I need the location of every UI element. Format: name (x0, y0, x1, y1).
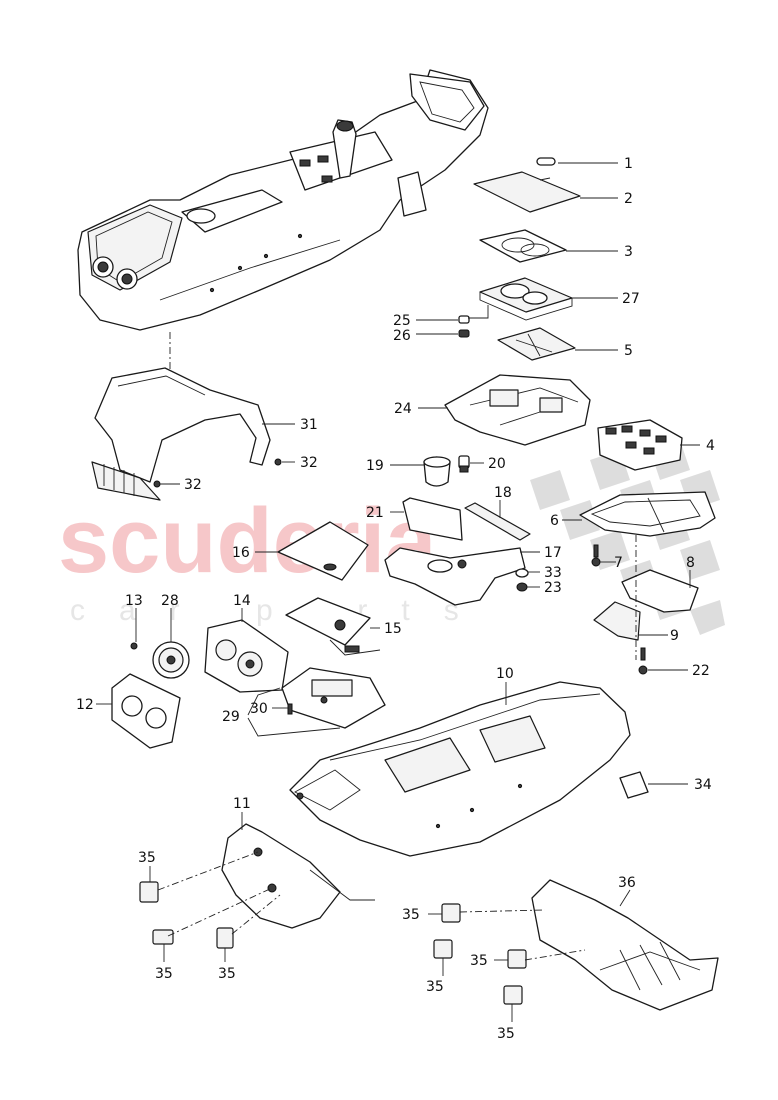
tray-27 (479, 277, 573, 321)
screw-13 (130, 642, 138, 650)
label-14: 14 (233, 593, 251, 609)
label-25: 25 (393, 313, 411, 329)
checker-flag-watermark (530, 440, 725, 635)
label-21: 21 (366, 505, 384, 521)
clip-35-g (503, 985, 523, 1005)
label-32-b: 32 (184, 477, 202, 493)
label-33: 33 (544, 565, 562, 581)
dashed-connections (157, 851, 586, 961)
label-7: 7 (614, 555, 623, 571)
switch-panel-4 (597, 419, 683, 471)
plate-8 (621, 569, 699, 613)
label-2: 2 (624, 191, 633, 207)
trim-frame-6 (579, 491, 716, 537)
label-30: 30 (250, 701, 268, 717)
screw-32-b (153, 480, 161, 488)
label-27: 27 (622, 291, 640, 307)
clip-35-d (441, 903, 461, 923)
clip-35-b (152, 929, 174, 945)
washer-33 (515, 568, 529, 578)
part-labels: 1 2 3 27 25 26 5 24 4 31 32 32 19 20 18 … (76, 156, 715, 1042)
switch-unit-29 (281, 667, 386, 729)
strip-18 (464, 502, 531, 541)
label-8: 8 (686, 555, 695, 571)
label-29: 29 (222, 709, 240, 725)
label-35-c: 35 (218, 966, 236, 982)
label-34: 34 (694, 777, 712, 793)
frame-bracket-31 (91, 367, 271, 501)
label-31: 31 (300, 417, 318, 433)
label-24: 24 (394, 401, 412, 417)
vent-28 (152, 641, 190, 679)
label-36: 36 (618, 875, 636, 891)
leader-lines (96, 162, 700, 1022)
screw-22 (638, 647, 648, 675)
label-12: 12 (76, 697, 94, 713)
bracket-36 (531, 879, 719, 1011)
holder-17 (384, 547, 526, 606)
label-26: 26 (393, 328, 411, 344)
bracket-11 (221, 823, 375, 929)
vent-housing-14 (204, 619, 289, 693)
switch-34 (619, 771, 649, 799)
lid-16 (277, 521, 369, 581)
label-32-a: 32 (300, 455, 318, 471)
label-13: 13 (125, 593, 143, 609)
label-28: 28 (161, 593, 179, 609)
label-3: 3 (624, 244, 633, 260)
label-15: 15 (384, 621, 402, 637)
watermark-brand: scuderia (58, 490, 437, 592)
leader (468, 305, 489, 319)
label-35-d: 35 (402, 907, 420, 923)
label-9: 9 (670, 628, 679, 644)
screw-7 (591, 544, 601, 567)
tray-15 (285, 597, 381, 656)
knob-20 (458, 455, 470, 473)
lower-console-10 (289, 681, 631, 857)
label-11: 11 (233, 796, 251, 812)
label-35-a: 35 (138, 850, 156, 866)
cover-9 (593, 601, 641, 641)
cap-1 (536, 157, 556, 166)
nut-23 (516, 582, 528, 592)
mat-5 (497, 327, 576, 361)
label-17: 17 (544, 545, 562, 561)
label-16: 16 (232, 545, 250, 561)
clip-26 (458, 329, 470, 338)
liner-21 (402, 497, 463, 541)
label-18: 18 (494, 485, 512, 501)
carrier-24 (444, 374, 591, 446)
clip-35-a (139, 881, 159, 903)
upper-console-assembly (77, 69, 489, 331)
label-35-b: 35 (155, 966, 173, 982)
screw-32-a (274, 458, 282, 466)
label-4: 4 (706, 438, 715, 454)
label-23: 23 (544, 580, 562, 596)
clip-35-c (216, 927, 234, 949)
label-10: 10 (496, 666, 514, 682)
label-1: 1 (624, 156, 633, 172)
label-22: 22 (692, 663, 710, 679)
panel-12 (111, 673, 181, 749)
clip-25 (458, 315, 470, 324)
label-19: 19 (366, 458, 384, 474)
screw-30 (287, 703, 293, 715)
watermark-sub: car parts (70, 594, 493, 627)
label-6: 6 (550, 513, 559, 529)
label-35-g: 35 (497, 1026, 515, 1042)
label-35-e: 35 (426, 979, 444, 995)
insert-3 (479, 229, 567, 263)
cup-19 (423, 456, 451, 487)
label-20: 20 (488, 456, 506, 472)
label-5: 5 (624, 343, 633, 359)
label-35-f: 35 (470, 953, 488, 969)
clip-35-f (507, 949, 527, 969)
clip-35-e (433, 939, 453, 959)
mat-2 (473, 171, 581, 213)
